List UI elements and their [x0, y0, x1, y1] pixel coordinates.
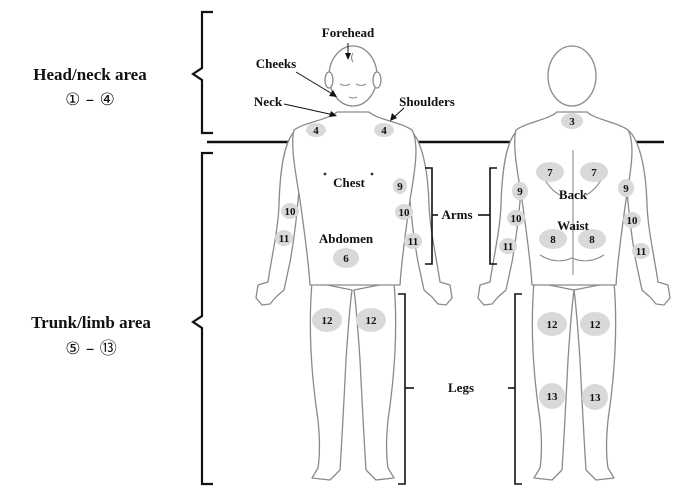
label-abdomen: Abdomen — [319, 231, 374, 246]
shoulders-arrowhead — [390, 113, 397, 121]
num-back-calf-left: 13 — [547, 391, 559, 403]
num-front-wrist-right: 11 — [408, 236, 418, 248]
num-back-neck: 3 — [569, 116, 575, 128]
chest-left-marker — [324, 173, 327, 176]
neck-pointer — [284, 104, 334, 115]
label-back: Back — [559, 187, 588, 202]
num-shoulder-right: 4 — [381, 125, 387, 137]
front-left-ear — [325, 72, 333, 88]
num-back-wrist-right: 11 — [636, 246, 646, 258]
num-front-thigh-right: 12 — [366, 315, 378, 327]
num-back-arm-right-upper: 9 — [623, 183, 629, 195]
num-back-thigh-left: 12 — [547, 319, 559, 331]
back-head-outline — [548, 46, 596, 106]
trunk-area-label: Trunk/limb area — [31, 313, 151, 332]
head-area-label: Head/neck area — [33, 65, 147, 84]
label-shoulders: Shoulders — [399, 94, 455, 109]
trunk-area-bracket — [193, 153, 213, 484]
chest-right-marker — [371, 173, 374, 176]
label-neck: Neck — [254, 94, 283, 109]
trunk-area-range: ⑤ – ⑬ — [65, 339, 117, 359]
front-right-ear — [373, 72, 381, 88]
head-area-range: ① – ④ — [65, 90, 115, 110]
front-head-outline — [329, 46, 377, 106]
label-waist: Waist — [557, 218, 589, 233]
num-back-forearm-left: 10 — [511, 213, 523, 225]
back-right-leg-outline — [574, 282, 616, 480]
num-back-forearm-right: 10 — [627, 215, 639, 227]
label-legs: Legs — [448, 380, 474, 395]
num-back-arm-left-upper: 9 — [517, 186, 523, 198]
num-back-wrist-left: 11 — [503, 241, 513, 253]
num-shoulder-left: 4 — [313, 125, 319, 137]
num-back-calf-right: 13 — [590, 392, 602, 404]
num-front-forearm-right: 10 — [399, 207, 411, 219]
num-back-upper-right: 7 — [591, 167, 597, 179]
back-left-leg-outline — [532, 282, 574, 480]
label-arms: Arms — [441, 207, 472, 222]
back-body-figure — [478, 46, 670, 480]
legs-bracket-front — [398, 294, 405, 484]
num-waist-right: 8 — [589, 234, 595, 246]
num-back-upper-left: 7 — [547, 167, 553, 179]
num-front-wrist-left: 11 — [279, 233, 289, 245]
label-forehead: Forehead — [322, 25, 375, 40]
num-waist-left: 8 — [550, 234, 556, 246]
num-front-thigh-left: 12 — [322, 315, 334, 327]
num-front-forearm-left: 10 — [285, 206, 297, 218]
head-area-bracket — [193, 12, 213, 133]
num-back-thigh-right: 12 — [590, 319, 602, 331]
num-abdomen: 6 — [343, 253, 349, 265]
legs-bracket-back — [515, 294, 522, 484]
label-cheeks: Cheeks — [256, 56, 296, 71]
num-front-arm-right-upper: 9 — [397, 181, 403, 193]
label-chest: Chest — [333, 175, 365, 190]
